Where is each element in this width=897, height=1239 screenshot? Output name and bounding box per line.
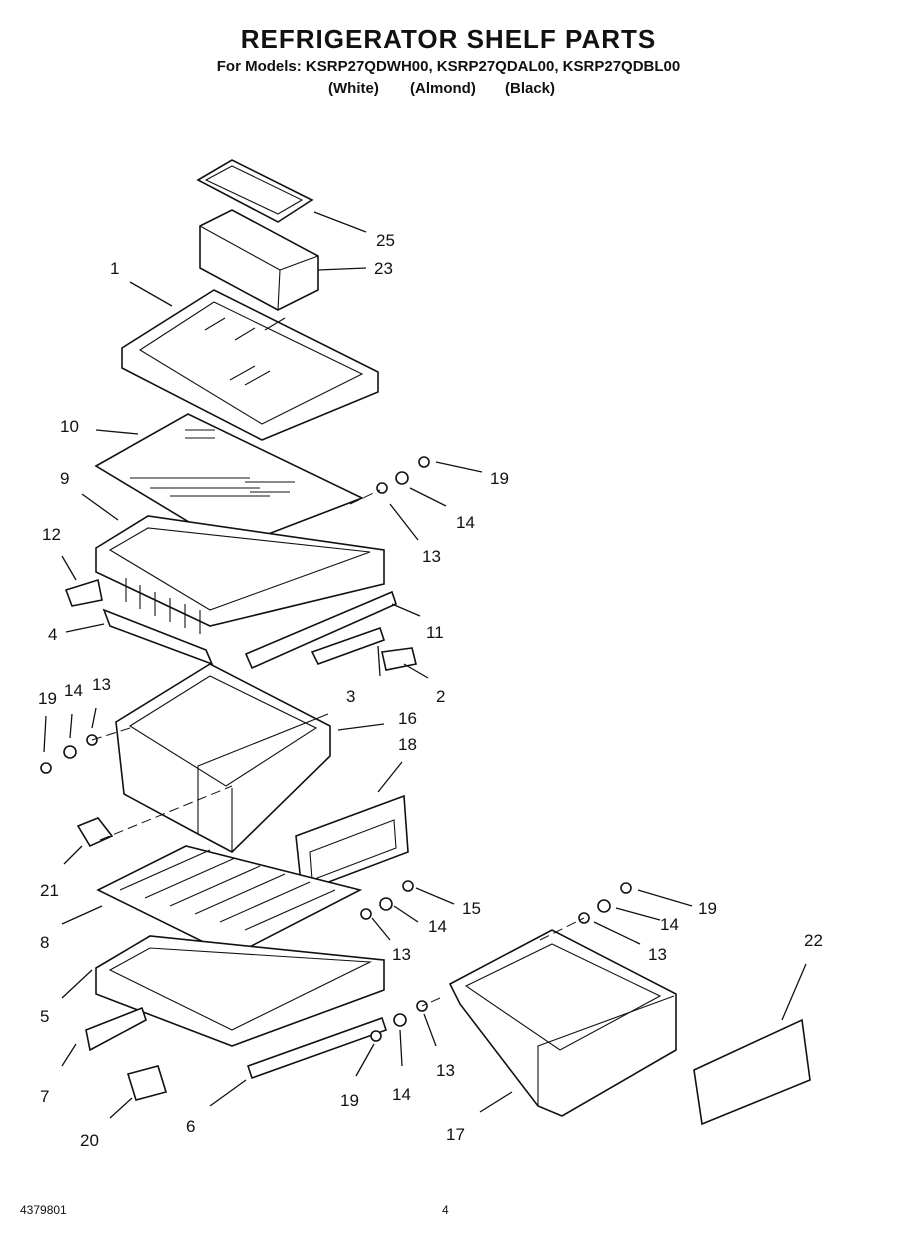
callout-20: 20 xyxy=(80,1131,99,1150)
assembly-line xyxy=(91,727,131,741)
part-lower-clip xyxy=(126,1065,168,1101)
callout-16: 16 xyxy=(398,709,417,728)
callout-1: 1 xyxy=(110,259,119,278)
callout-10: 10 xyxy=(60,417,79,436)
callout-25: 25 xyxy=(376,231,395,250)
callout-9: 9 xyxy=(60,469,69,488)
callout-labels: 25 23 1 10 9 19 14 13 12 4 11 3 2 19 14 … xyxy=(38,231,823,1150)
callout-19a: 19 xyxy=(490,469,509,488)
callout-5: 5 xyxy=(40,1007,49,1026)
part-grille-shelf xyxy=(96,845,363,957)
assembly-line xyxy=(349,489,381,505)
page-number: 4 xyxy=(442,1203,449,1217)
part-lower-rail-left xyxy=(85,1006,147,1052)
callout-6: 6 xyxy=(186,1117,195,1136)
part-glass-panel xyxy=(94,413,365,549)
assembly-line xyxy=(99,785,233,841)
part-stop-clip xyxy=(76,817,114,848)
callout-11: 11 xyxy=(426,623,444,642)
callout-17: 17 xyxy=(446,1125,465,1144)
leader-lines xyxy=(43,211,807,1119)
callout-23: 23 xyxy=(374,259,393,278)
callout-13d: 13 xyxy=(648,945,667,964)
callout-19b: 19 xyxy=(38,689,57,708)
part-lid xyxy=(196,159,314,223)
callout-3: 3 xyxy=(346,687,355,706)
callout-7: 7 xyxy=(40,1087,49,1106)
part-lower-rail-right xyxy=(246,1016,388,1080)
callout-14a: 14 xyxy=(456,513,475,532)
part-right-drawer xyxy=(448,929,677,1117)
color-black: (Black) xyxy=(505,80,556,97)
callout-22: 22 xyxy=(804,931,823,950)
callout-13b: 13 xyxy=(92,675,111,694)
callout-18: 18 xyxy=(398,735,417,754)
part-drawer-front xyxy=(295,794,409,894)
assembly-line xyxy=(421,997,441,1007)
part-lower-shelf-frame xyxy=(95,935,385,1047)
part-shelf-frame xyxy=(95,515,385,634)
part-top-shelf xyxy=(121,289,379,441)
part-small-bin xyxy=(199,209,319,311)
callout-21: 21 xyxy=(40,881,59,900)
part-rails xyxy=(64,578,417,671)
callout-13c: 13 xyxy=(392,945,411,964)
callout-13a: 13 xyxy=(422,547,441,566)
callout-12: 12 xyxy=(42,525,61,544)
model-list: For Models: KSRP27QDWH00, KSRP27QDAL00, … xyxy=(216,58,681,75)
page-title: REFRIGERATOR SHELF PARTS xyxy=(240,24,657,54)
callout-15: 15 xyxy=(462,899,481,918)
callout-2: 2 xyxy=(436,687,445,706)
color-almond: (Almond) xyxy=(410,80,476,97)
part-large-drawer xyxy=(115,663,331,853)
callout-14b: 14 xyxy=(64,681,83,700)
callout-4: 4 xyxy=(48,625,57,644)
part-right-drawer-front xyxy=(693,1018,811,1126)
document-number: 4379801 xyxy=(20,1203,67,1217)
assembly-line xyxy=(539,917,585,941)
callout-8: 8 xyxy=(40,933,49,952)
callout-14e: 14 xyxy=(392,1085,411,1104)
callout-19d: 19 xyxy=(340,1091,359,1110)
callout-14d: 14 xyxy=(660,915,679,934)
callout-19c: 19 xyxy=(698,899,717,918)
color-white: (White) xyxy=(328,80,379,97)
callout-14c: 14 xyxy=(428,917,447,936)
callout-13e: 13 xyxy=(436,1061,455,1080)
